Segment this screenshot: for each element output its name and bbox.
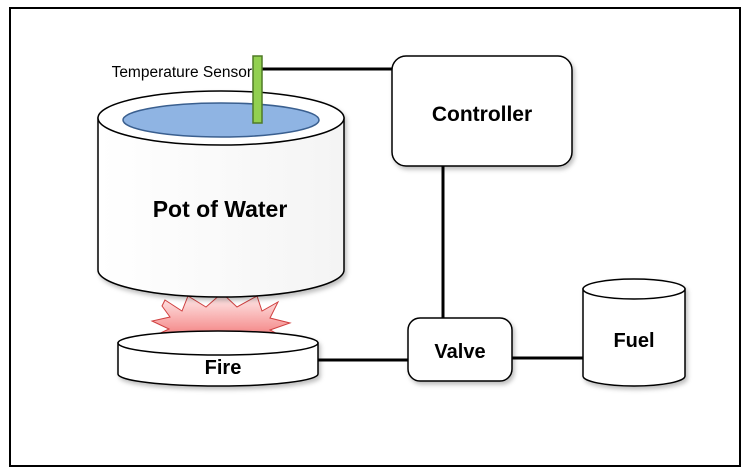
fuel-label: Fuel (613, 330, 654, 352)
fuel-top (582, 278, 686, 300)
valve-label: Valve (434, 341, 485, 363)
fuel-body (582, 288, 686, 387)
fire-burner (117, 330, 319, 387)
pot-label: Pot of Water (153, 196, 288, 222)
controller-box (391, 55, 573, 167)
sensor-label: Temperature Sensor (112, 64, 252, 81)
temperature-sensor (252, 55, 263, 124)
fuel-tank (582, 278, 686, 387)
controller-label: Controller (432, 103, 532, 126)
burner-top (117, 330, 319, 356)
water-surface (122, 102, 320, 138)
connection-lines (262, 67, 583, 362)
fire-label: Fire (205, 357, 242, 379)
valve-box (407, 317, 513, 382)
pot-body (97, 117, 345, 298)
